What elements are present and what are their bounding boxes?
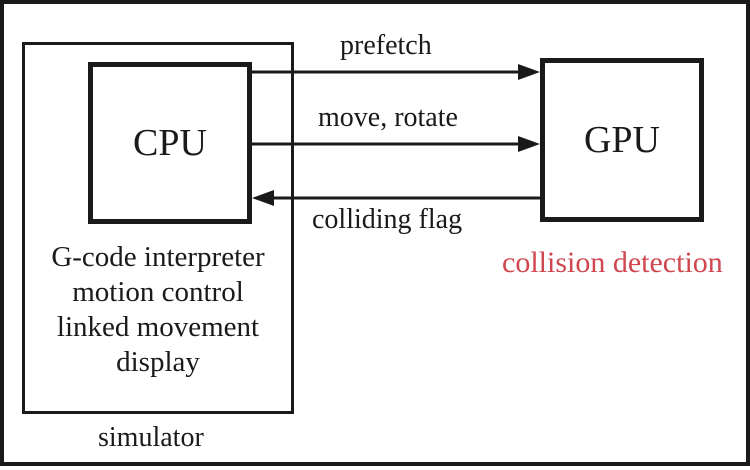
function-item-gcode: G-code interpreter xyxy=(51,241,265,273)
prefetch-arrowhead xyxy=(518,64,540,80)
function-item-display: display xyxy=(116,346,200,378)
simulator-container xyxy=(22,42,294,414)
cpu-label: CPU xyxy=(133,122,207,164)
simulator-label: simulator xyxy=(98,422,204,453)
collision-detection-label: collision detection xyxy=(502,246,723,279)
arrow-layer xyxy=(252,64,540,206)
prefetch-label: prefetch xyxy=(340,30,432,61)
colliding-flag-arrowhead xyxy=(252,190,274,206)
cpu-function-list: G-code interpreter motion control linked… xyxy=(22,240,294,380)
gpu-label: GPU xyxy=(583,119,661,161)
move-rotate-arrowhead xyxy=(518,136,540,152)
cpu-node: CPU xyxy=(88,62,252,224)
gpu-node: GPU xyxy=(540,58,704,222)
function-item-motion: motion control xyxy=(72,276,244,308)
move-rotate-label: move, rotate xyxy=(318,102,458,133)
function-item-linked: linked movement xyxy=(56,311,260,343)
colliding-flag-label: colliding flag xyxy=(312,204,463,235)
